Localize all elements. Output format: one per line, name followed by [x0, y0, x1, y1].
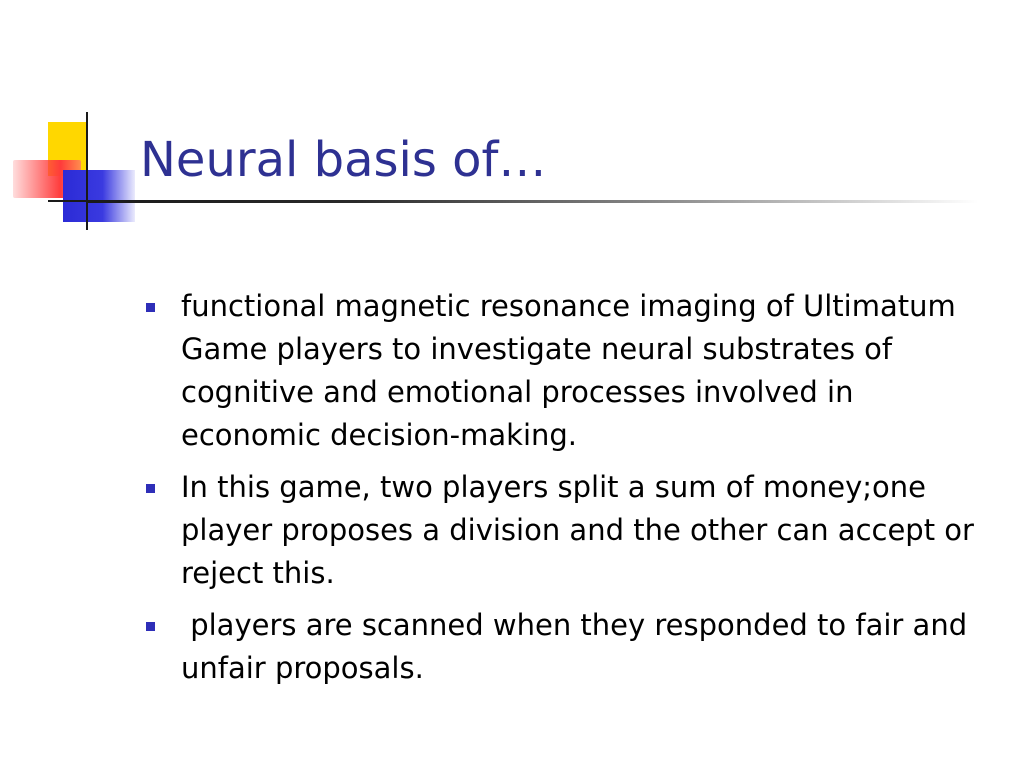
list-item: players are scanned when they responded … — [140, 604, 1000, 690]
square-bullet-icon — [146, 303, 155, 312]
corner-squares-logo-icon — [0, 100, 150, 240]
list-item: functional magnetic resonance imaging of… — [140, 285, 1000, 457]
square-bullet-icon — [146, 484, 155, 493]
blue-square — [63, 170, 135, 222]
list-item: In this game, two players split a sum of… — [140, 466, 1000, 595]
slide-title: Neural basis of… — [140, 132, 547, 188]
square-bullet-icon — [146, 622, 155, 631]
bullet-text: players are scanned when they responded … — [181, 608, 977, 685]
vertical-line — [86, 112, 88, 230]
title-underline — [88, 200, 978, 203]
bullet-list: functional magnetic resonance imaging of… — [140, 285, 1000, 699]
bullet-text: functional magnetic resonance imaging of… — [181, 289, 956, 452]
bullet-text: In this game, two players split a sum of… — [181, 470, 974, 590]
horizontal-line — [48, 200, 118, 202]
